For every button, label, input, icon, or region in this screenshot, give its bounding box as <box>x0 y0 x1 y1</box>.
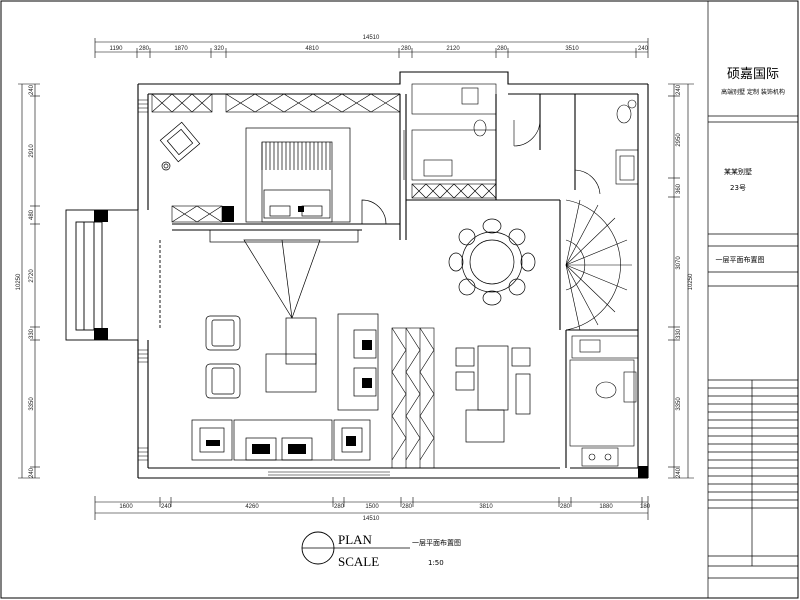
bottom-dim: 4260 <box>245 504 259 510</box>
bottom-dim: 280 <box>560 504 571 510</box>
bedroom-furniture <box>159 121 387 243</box>
top-dim: 1870 <box>174 46 188 52</box>
project-number: 23号 <box>730 184 746 192</box>
bottom-dim: 280 <box>402 504 413 510</box>
study-furniture <box>455 345 531 443</box>
bottom-dim: 1500 <box>365 504 379 510</box>
top-dim: 240 <box>638 46 649 52</box>
bottom-dim: 3810 <box>479 504 493 510</box>
left-dim: 2720 <box>29 269 35 283</box>
bottom-dimensions <box>94 496 649 520</box>
bottom-dim: 1880 <box>599 504 613 510</box>
left-dim: 2910 <box>29 144 35 158</box>
left-dim: 240 <box>29 84 35 95</box>
plan-title: 一层平面布置图 <box>412 538 461 547</box>
cushion <box>346 436 356 446</box>
left-balcony <box>65 209 161 341</box>
top-dimensions <box>94 38 649 58</box>
cushion <box>252 444 270 454</box>
drawing-name: 一层平面布置图 <box>716 255 765 264</box>
scale-word: SCALE <box>338 554 379 569</box>
bed-detail <box>298 206 304 212</box>
bottom-dim: 240 <box>161 504 172 510</box>
top-dim: 3510 <box>565 46 579 52</box>
plan-legend: PLAN SCALE 一层平面布置图 1:50 <box>301 531 461 569</box>
cushion <box>206 440 220 446</box>
window-markers <box>138 99 390 476</box>
cushion <box>362 340 372 350</box>
total-height-label: 10250 <box>16 273 22 290</box>
bottom-dim: 280 <box>334 504 345 510</box>
top-dim: 280 <box>497 46 508 52</box>
bottom-dim-labels: 1600 240 4260 280 1500 280 3810 280 1880… <box>119 504 650 510</box>
left-dim: 240 <box>29 467 35 478</box>
left-dim: 3350 <box>29 397 35 411</box>
column <box>638 466 648 478</box>
top-dim: 1190 <box>110 46 124 52</box>
top-dim: 320 <box>214 46 225 52</box>
top-dim: 4810 <box>305 46 319 52</box>
plan-word: PLAN <box>338 532 373 547</box>
top-dim: 280 <box>401 46 412 52</box>
right-dim: 240 <box>676 467 682 478</box>
left-dim: 480 <box>29 209 35 220</box>
project-name: 某某别墅 <box>724 167 752 176</box>
total-width-label-bottom: 14510 <box>363 516 380 522</box>
total-height-label-right: 10250 <box>688 273 694 290</box>
bottom-dim: 180 <box>640 504 651 510</box>
column <box>94 328 108 340</box>
top-dim: 2120 <box>446 46 460 52</box>
column <box>222 206 234 222</box>
left-dim-labels: 240 2910 480 2720 330 3350 240 <box>29 84 35 478</box>
tall-cabinet <box>391 327 435 469</box>
right-dim: 240 <box>676 84 682 95</box>
plan-scale-value: 1:50 <box>428 559 444 567</box>
wardrobe-top <box>151 93 497 223</box>
right-dimensions <box>668 83 694 479</box>
cushion <box>288 444 306 454</box>
right-dim: 330 <box>676 328 682 339</box>
title-block <box>707 1 798 598</box>
top-dim: 280 <box>139 46 150 52</box>
right-dim: 3070 <box>676 256 682 270</box>
top-dim-labels: 1190 280 1870 320 4810 280 2120 280 3510… <box>110 46 649 52</box>
right-dim: 2950 <box>676 133 682 147</box>
cushion <box>362 378 372 388</box>
spiral-stair <box>565 199 632 331</box>
column <box>94 210 108 222</box>
living-room-furniture <box>191 239 379 461</box>
company-name: 硕嘉国际 <box>727 67 779 82</box>
right-dim: 360 <box>676 183 682 194</box>
company-subtitle: 高端别墅 定制 装饰机构 <box>721 88 785 96</box>
bathroom-fixtures <box>403 83 639 467</box>
right-dim-labels: 240 2950 360 3070 330 3350 240 <box>676 84 682 478</box>
right-dim: 3350 <box>676 397 682 411</box>
left-dim: 330 <box>29 328 35 339</box>
bottom-dim: 1600 <box>119 504 133 510</box>
total-width-label: 14510 <box>363 35 380 41</box>
left-dimensions <box>18 83 40 479</box>
dining-table <box>448 218 536 306</box>
